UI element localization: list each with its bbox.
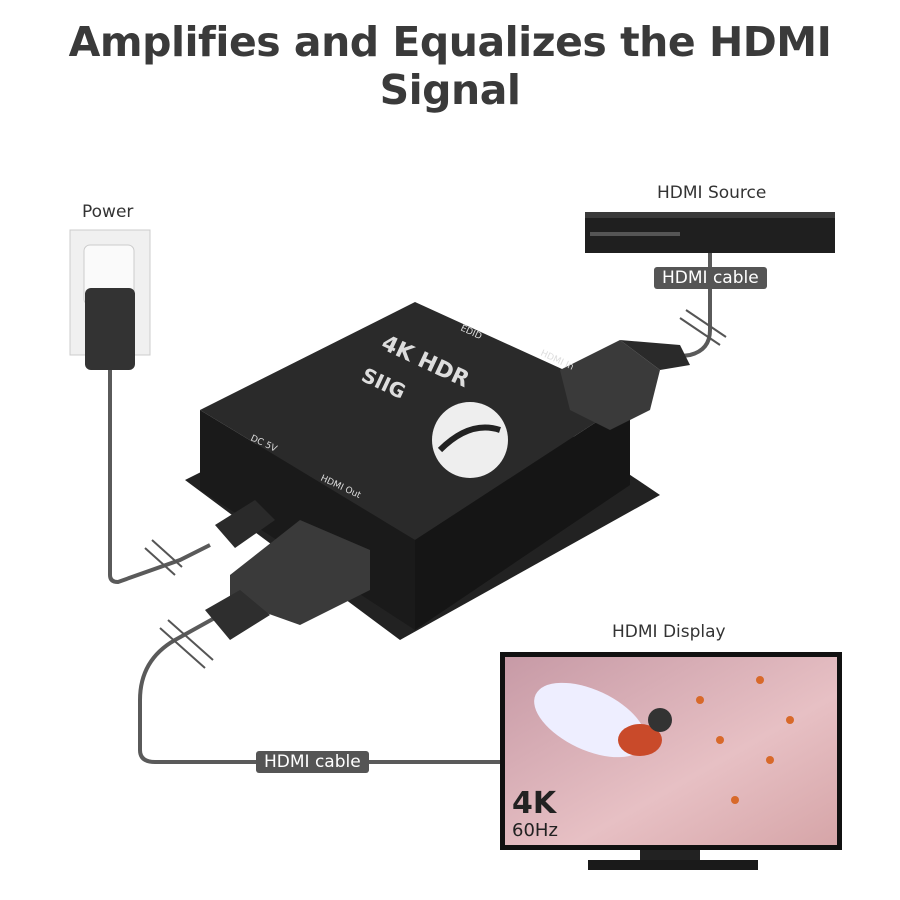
hdmi-out-connector bbox=[230, 520, 370, 625]
hdmi-cable-label-bottom: HDMI cable bbox=[256, 751, 369, 773]
dc-power-plug bbox=[215, 500, 275, 548]
hdmi-source-label: HDMI Source bbox=[657, 183, 767, 203]
power-adapter bbox=[85, 288, 135, 370]
power-label: Power bbox=[82, 202, 134, 222]
hdmi-display-label: HDMI Display bbox=[612, 622, 726, 642]
display-resolution: 4K bbox=[512, 786, 558, 821]
power-cable bbox=[108, 370, 211, 585]
siig-logo bbox=[432, 402, 508, 478]
extender-top bbox=[200, 302, 630, 540]
page-title: Amplifies and Equalizes the HDMI Signal bbox=[68, 18, 832, 114]
display-refresh: 60Hz bbox=[512, 820, 558, 841]
hdmi-cable-label-top: HDMI cable bbox=[654, 267, 767, 289]
hdmi-cable-top bbox=[649, 250, 712, 362]
hdmi-in-connector bbox=[560, 340, 660, 430]
hdmi-cable-bottom bbox=[138, 613, 500, 764]
